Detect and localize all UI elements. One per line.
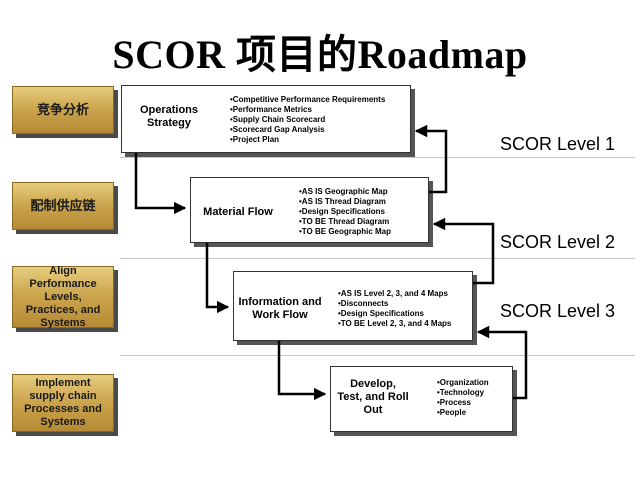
phase-align-performance: Align Performance Levels, Practices, and…: [12, 265, 114, 329]
deliverables-list: •Competitive Performance Requirements •P…: [230, 95, 385, 145]
list-item: •People: [437, 408, 467, 417]
deliverables-list: •AS IS Geographic Map •AS IS Thread Diag…: [299, 187, 391, 237]
list-item: •AS IS Geographic Map: [299, 187, 388, 196]
step-name: Operations Strategy: [139, 104, 199, 129]
list-item: •Process: [437, 398, 471, 407]
list-item: •AS IS Thread Diagram: [299, 197, 386, 206]
list-item: •Competitive Performance Requirements: [230, 95, 386, 104]
list-item: •Organization: [437, 378, 489, 387]
separator-line-2: [120, 258, 635, 259]
list-item: •Technology: [437, 388, 485, 397]
list-item: •Performance Metrics: [230, 105, 312, 114]
list-item: •AS IS Level 2, 3, and 4 Maps: [338, 289, 448, 298]
feedback-information-to-material: [432, 217, 495, 285]
step-material-flow: Material Flow •AS IS Geographic Map •AS …: [190, 177, 429, 243]
list-item: •Disconnects: [338, 299, 389, 308]
phase-configure-supply-chain: 配制供应链: [12, 182, 114, 230]
level-label-1: SCOR Level 1: [500, 134, 616, 154]
phase-implement-processes: Implement supply chain Processes and Sys…: [12, 374, 114, 432]
step-information-work-flow: Information and Work Flow •AS IS Level 2…: [233, 271, 473, 341]
list-item: •Supply Chain Scorecard: [230, 115, 326, 124]
step-operations-strategy: Operations Strategy •Competitive Perform…: [121, 85, 411, 153]
step-develop-test-rollout: Develop, Test, and Roll Out •Organizatio…: [330, 366, 513, 432]
page-title: SCOR 项目的Roadmap: [112, 32, 528, 77]
step-name: Material Flow: [203, 206, 273, 218]
list-item: •TO BE Geographic Map: [299, 227, 391, 236]
arrow-information-to-develop: [277, 341, 327, 401]
arrow-material-to-information: [205, 243, 230, 314]
feedback-develop-to-information: [476, 325, 528, 400]
arrow-strategy-to-material: [134, 153, 187, 215]
level-label-3: SCOR Level 3: [500, 301, 616, 321]
list-item: •Project Plan: [230, 135, 280, 144]
step-name: Information and Work Flow: [238, 296, 322, 321]
feedback-material-to-strategy: [414, 124, 448, 194]
list-item: •TO BE Level 2, 3, and 4 Maps: [338, 319, 452, 328]
list-item: •Scorecard Gap Analysis: [230, 125, 325, 134]
deliverables-list: •Organization •Technology •Process •Peop…: [437, 378, 489, 418]
phase-competitive-analysis: 竞争分析: [12, 86, 114, 134]
step-name: Develop, Test, and Roll Out: [337, 378, 409, 416]
separator-line-1: [120, 157, 635, 158]
list-item: •TO BE Thread Diagram: [299, 217, 390, 226]
level-label-2: SCOR Level 2: [500, 232, 616, 252]
deliverables-list: •AS IS Level 2, 3, and 4 Maps •Disconnec…: [338, 289, 451, 329]
list-item: •Design Specifications: [299, 207, 385, 216]
list-item: •Design Specifications: [338, 309, 424, 318]
separator-line-3: [120, 355, 635, 356]
